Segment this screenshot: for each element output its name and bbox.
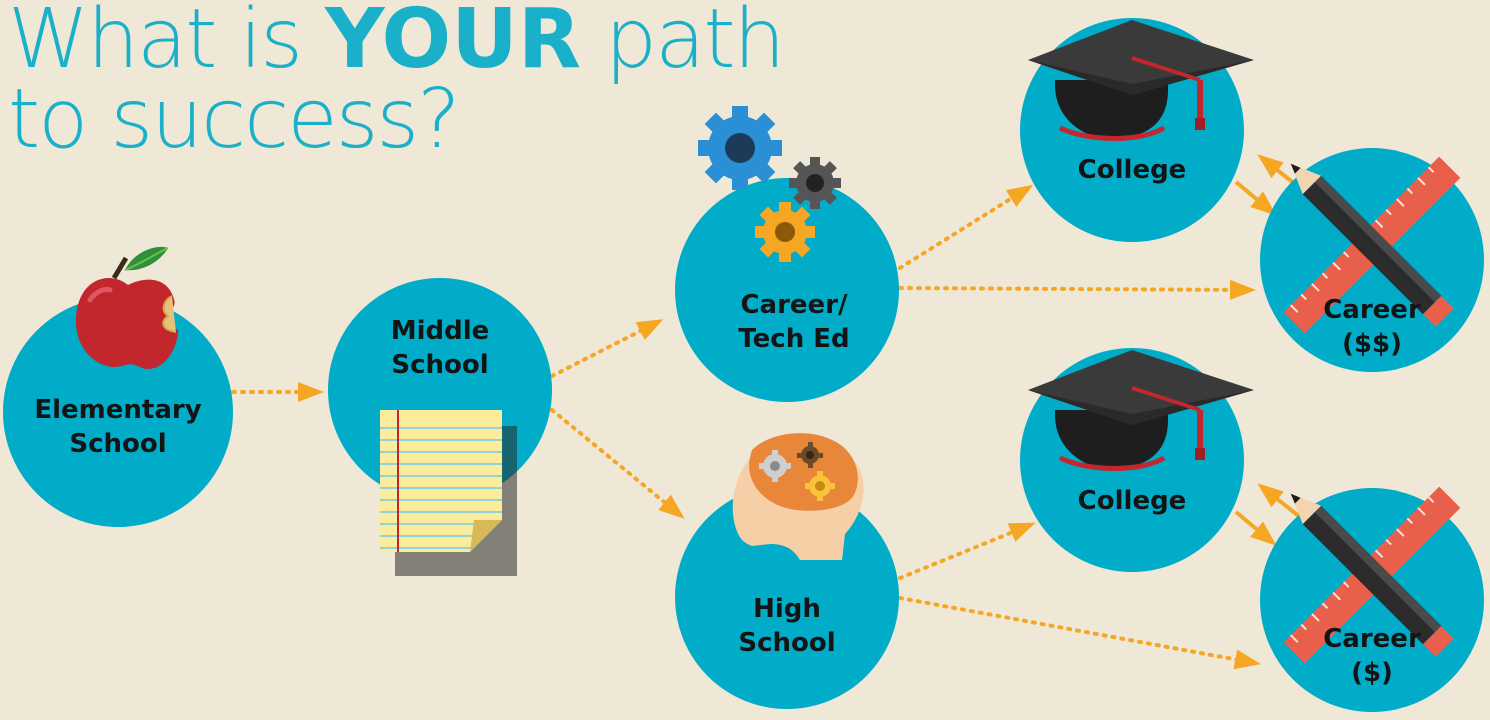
title-emphasis: YOUR [325, 0, 581, 87]
college-top-label-line1: College [1077, 155, 1187, 185]
arrow-high-to-career [898, 596, 1261, 670]
arrow-middle-to-career-tech [550, 319, 664, 378]
career-tech-label: Career/ Tech Ed [738, 288, 849, 356]
graduation-cap-icon [1028, 20, 1254, 141]
gears-icon [698, 106, 841, 262]
arrow-career-to-college-bottom [1257, 483, 1302, 519]
graduation-cap-icon [1028, 350, 1254, 471]
arrow-college-to-career-bottom [1234, 510, 1277, 546]
apple-icon [75, 246, 178, 369]
career-top-label: Career ($$) [1323, 293, 1421, 361]
high-school-label-line1: High [753, 594, 821, 624]
pencil-ruler-icon [1283, 486, 1461, 664]
connector-arrows [231, 184, 1261, 670]
title-part1: What is [8, 0, 326, 87]
career-tech-label-line1: Career/ [740, 290, 848, 320]
college-bottom-label-line1: College [1077, 486, 1187, 516]
arrow-high-to-college [898, 522, 1036, 580]
pencil-ruler-icon [1283, 156, 1461, 334]
high-school-label-line2: School [738, 628, 836, 658]
title-part2: path [580, 0, 785, 87]
title-line2: to success? [8, 72, 461, 167]
career-bottom-label-line2: ($) [1351, 658, 1393, 688]
notepad-icon [380, 410, 517, 576]
page-title: What is YOUR path to success? [8, 0, 785, 161]
high-school-label: High School [738, 592, 835, 660]
middle-school-label-line1: Middle [390, 316, 490, 346]
arrow-middle-to-high [550, 408, 685, 519]
career-tech-label-line2: Tech Ed [738, 324, 850, 354]
arrow-career-tech-to-college [898, 184, 1034, 270]
middle-school-label-line2: School [391, 350, 489, 380]
elementary-school-label-line1: Elementary [34, 395, 202, 425]
middle-school-label: Middle School [391, 314, 490, 382]
elementary-school-circle [3, 297, 233, 527]
elementary-school-label: Elementary School [34, 393, 201, 461]
arrow-college-to-career-top [1234, 180, 1277, 216]
career-bottom-label-line1: Career [1323, 624, 1421, 654]
college-bottom-label: College [1078, 484, 1187, 518]
career-top-label-line2: ($$) [1342, 329, 1402, 359]
elementary-school-label-line2: School [69, 429, 167, 459]
college-top-label: College [1078, 153, 1187, 187]
career-top-label-line1: Career [1323, 295, 1421, 325]
career-bottom-label: Career ($) [1323, 622, 1421, 690]
brain-gears-icon [732, 433, 864, 560]
career-bottom-circle [1260, 488, 1484, 712]
arrow-career-tech-to-career [898, 279, 1256, 300]
career-tech-circle [675, 178, 899, 402]
